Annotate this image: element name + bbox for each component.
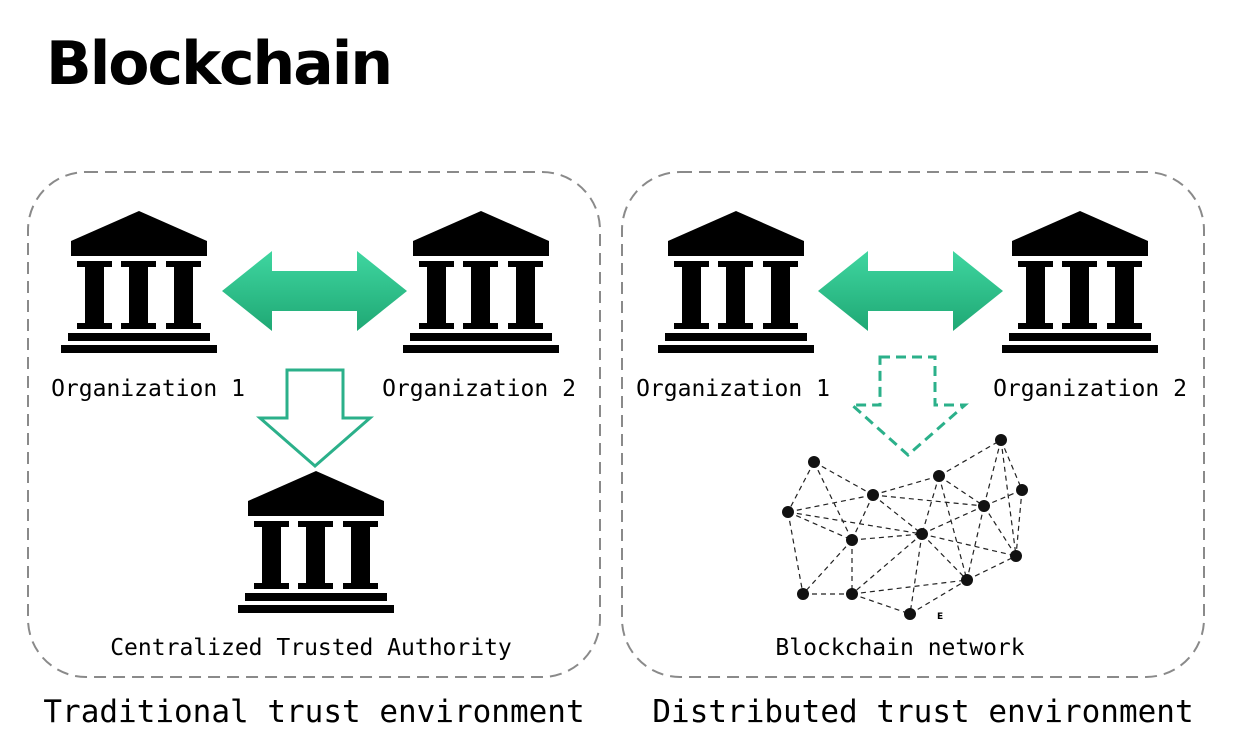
network-node xyxy=(978,500,990,512)
network-node xyxy=(867,489,879,501)
traditional-caption: Traditional trust environment xyxy=(43,694,584,730)
network-node xyxy=(846,588,858,600)
left-org1-label: Organization 1 xyxy=(51,376,245,402)
network-node xyxy=(995,434,1007,446)
distributed-panel xyxy=(621,171,1205,678)
network-label: Blockchain network xyxy=(775,635,1024,661)
network-node xyxy=(782,506,794,518)
network-node xyxy=(904,608,916,620)
network-graph-icon xyxy=(787,439,1023,615)
traditional-panel xyxy=(27,171,601,678)
distributed-caption: Distributed trust environment xyxy=(652,694,1193,730)
network-node xyxy=(797,588,809,600)
organization-2-bank-icon xyxy=(403,211,559,353)
down-arrow-icon xyxy=(256,368,374,468)
organization-1-bank-icon xyxy=(658,211,814,353)
node-marker: E xyxy=(937,612,943,622)
network-node xyxy=(808,456,820,468)
exchange-double-arrow-icon xyxy=(818,251,1003,331)
authority-label: Centralized Trusted Authority xyxy=(110,635,512,661)
right-org1-label: Organization 1 xyxy=(636,376,830,402)
network-node xyxy=(916,528,928,540)
dashed-down-arrow-icon xyxy=(848,355,969,458)
network-nodes xyxy=(782,434,1028,620)
right-org2-label: Organization 2 xyxy=(993,376,1187,402)
network-node xyxy=(846,534,858,546)
left-org2-label: Organization 2 xyxy=(382,376,576,402)
network-node xyxy=(1010,550,1022,562)
page-title: Blockchain xyxy=(46,29,393,99)
central-authority-bank-icon xyxy=(238,471,394,613)
network-node xyxy=(933,470,945,482)
organization-2-bank-icon xyxy=(1002,211,1158,353)
network-node xyxy=(1016,484,1028,496)
organization-1-bank-icon xyxy=(61,211,217,353)
network-node xyxy=(961,574,973,586)
exchange-double-arrow-icon xyxy=(222,251,407,331)
